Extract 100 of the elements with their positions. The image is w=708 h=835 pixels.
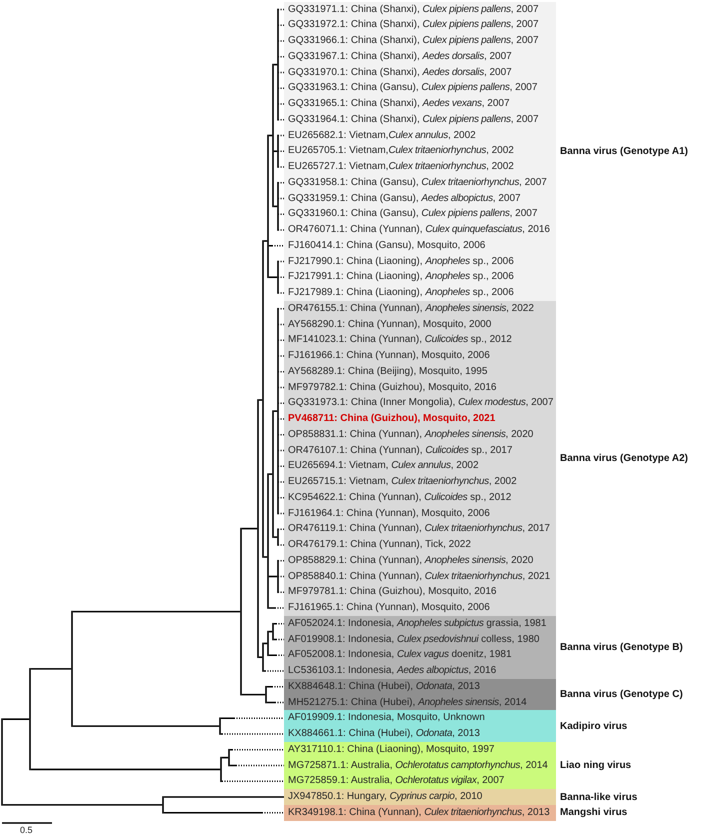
tree-branch [278,481,284,483]
tree-branch [268,654,284,656]
sequence-label: FJ161964.1: China (Yunnan), Mosquito, 2006 [284,506,490,520]
tree-branch [278,402,284,404]
tree-branch [164,812,284,814]
sequence-label: EU265705.1: Vietnam,Culex tritaeniorhynchus, 2002 [284,144,514,158]
sequence-label: EU265682.1: Vietnam,Culex annulus, 2002 [284,128,476,142]
sequence-label: GQ331965.1: China (Shanxi), Aedes vexans, 2007 [284,97,510,111]
tree-branch [242,694,266,696]
sequence-label: GQ331958.1: China (Gansu), Culex tritaeniorhynchus, 2007 [284,176,547,190]
tree-branch [264,240,268,242]
tree-branch [278,24,284,26]
sequence-label: AF019908.1: Indonesia, Culex psedovishnui colless, 1980 [284,632,540,646]
sequence-label: KR349198.1: China (Yunnan), Culex tritaeniorhynchus, 2013 [284,806,550,820]
sequence-label: JX947850.1: Hungary, Cyprinus carpio, 2010 [284,790,482,804]
tree-branch [278,292,284,294]
sequence-label: KX884648.1: China (Hubei), Odonata, 2013 [284,680,480,694]
tree-branch [278,370,284,373]
tree-branch [278,166,284,168]
sequence-label: EU265694.1: Vietnam, Culex annulus, 2002 [284,459,479,474]
tree-branch [278,229,284,231]
tree-branch [230,764,284,766]
sequence-label: FJ217989.1: China (Liaoning), Anopheles sp., 2006 [284,286,514,300]
clade-name: Banna virus (Genotype C) [560,688,683,702]
tree-branch [266,686,284,688]
sequence-label: FJ161965.1: China (Yunnan), Mosquito, 2006 [284,601,490,615]
sequence-label: OR476179.1: China (Yunnan), Tick, 2022 [284,538,471,552]
sequence-label: OP858829.1: China (Yunnan), Anopheles sinensis, 2020 [284,554,534,568]
sequence-label: MF979781.1: China (Guizhou), Mosquito, 2016 [284,585,496,600]
tree-branch [278,182,284,184]
tree-branch [278,198,284,200]
clade-name: Kadipiro virus [560,720,628,733]
sequence-label: GQ331959.1: China (Gansu), Aedes albopictus, 2007 [284,192,521,206]
tree-branch [278,56,284,58]
sequence-label: GQ331964.1: China (Shanxi), Culex pipiens pallens, 2007 [284,112,539,127]
sequence-label: GQ331970.1: China (Shanxi), Aedes dorsalis, 2007 [284,66,512,80]
tree-branch [278,512,284,514]
tree-branch [30,668,72,670]
tree-branch [278,40,284,42]
sequence-label: KC954622.1: China (Yunnan), Culicoides sp., 2012 [284,490,512,505]
tree-branch [278,324,284,326]
tree-branch [2,718,30,720]
tree-branch [278,134,284,136]
tree-branch [268,134,272,136]
sequence-label: FJ217990.1: China (Liaoning), Anopheles sp., 2006 [284,254,514,268]
clade-name: Banna-like virus [560,790,638,804]
tree-branch [220,717,284,720]
tree-branch [264,670,284,672]
clade-name: Mangshi virus [560,806,628,820]
tree-branch [278,528,284,530]
sequence-label: EU265727.1: Vietnam,Culex tritaeniorhynchus, 2002 [284,160,514,174]
tree-branch [72,725,220,727]
tree-branch [242,528,258,530]
sequence-label: OP858840.1: China (Yunnan), Culex tritaeniorhynchus, 2021 [284,570,550,584]
tree-branch [268,607,284,609]
tree-branch [278,118,284,121]
tree-branch [230,748,284,751]
tree-branch [278,72,284,74]
sequence-label: AY317110.1: China (Liaoning), Mosquito, 1997 [284,742,494,757]
tree-branch [2,804,162,806]
tree-branch [278,8,284,10]
tree-branch [278,260,284,262]
tree-branch [278,308,284,310]
scale-label: 0.5 [20,825,33,835]
tree-branch [278,450,284,452]
sequence-label: AF052024.1: Indonesia, Anopheles subpictus grassia, 1981 [284,616,546,631]
sequence-label: GQ331966.1: China (Shanxi), Culex pipiens pallens, 2007 [284,34,539,48]
clade-name: Banna virus (Genotype A2) [560,452,688,465]
sequence-label: MH521275.1: China (Hubei), Anopheles sinensis, 2014 [284,696,527,710]
tree-branch [268,576,278,578]
sequence-label: AY568290.1: China (Yunnan), Mosquito, 2000 [284,318,492,332]
sequence-label: MG725859.1: Australia, Ochlerotatus vigilax, 2007 [284,774,504,788]
clade-name: Banna virus (Genotype B) [560,640,683,654]
sequence-label: GQ331960.1: China (Gansu), Culex pipiens pallens, 2007 [284,207,538,222]
sequence-label: MG725871.1: Australia, Ochlerotatus camptorhynchus, 2014 [284,758,548,772]
sequence-label: GQ331973.1: China (Inner Mongolia), Culex modestus, 2007 [284,396,554,410]
tree-branch [222,780,284,782]
tree-branch [278,576,284,578]
sequence-label: KX884661.1: China (Hubei), Odonata, 2013 [284,727,480,741]
tree-branch [30,768,220,770]
tree-branch [274,638,284,640]
sequence-label: FJ160414.1: China (Gansu), Mosquito, 2006 [284,238,486,253]
sequence-label: PV468711: China (Guizhou), Mosquito, 2021 [284,412,496,426]
sequence-label: OR476107.1: China (Yunnan), Culicoides sp., 2017 [284,444,512,458]
tree-branch [264,556,268,558]
tree-branch [278,418,284,420]
sequence-label: OR476155.1: China (Yunnan), Anopheles sinensis, 2022 [284,302,534,316]
tree-branch [278,150,284,152]
sequence-label: FJ161966.1: China (Yunnan), Mosquito, 2006 [284,349,490,363]
tree-branch [278,276,284,278]
tree-branch [278,434,284,436]
sequence-label: EU265715.1: Vietnam, Culex tritaeniorhynchus, 2002 [284,475,517,489]
tree-branch [278,213,284,216]
tree-branch [278,560,284,562]
tree-branch [278,87,284,90]
tree-branch [278,103,284,105]
sequence-label: GQ331972.1: China (Shanxi), Culex pipiens pallens, 2007 [284,18,539,32]
sequence-label: AY568289.1: China (Beijing), Mosquito, 1995 [284,364,488,379]
tree-branch [278,544,284,546]
tree-branch [278,386,284,388]
